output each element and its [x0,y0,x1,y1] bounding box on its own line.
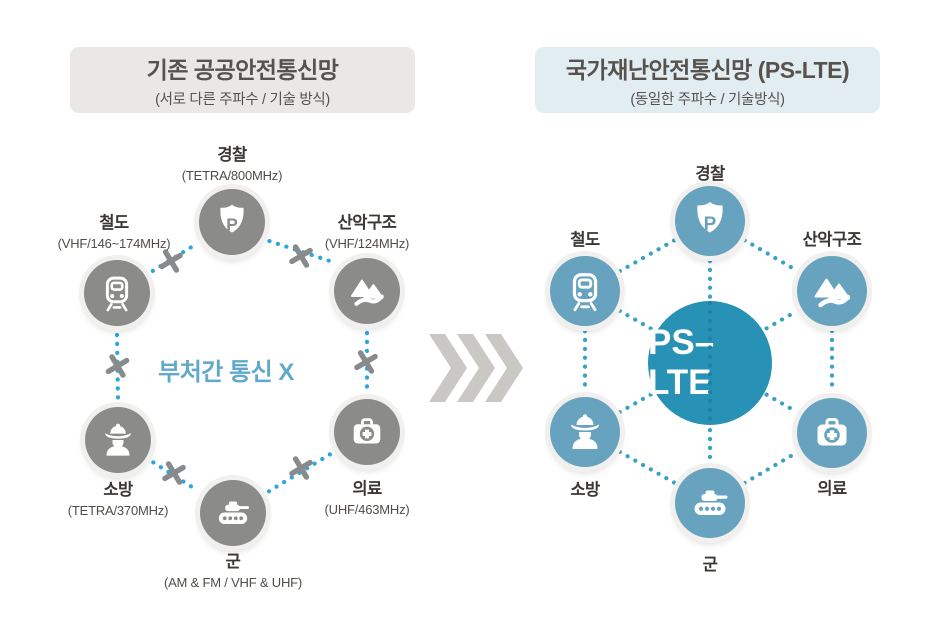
left-center-note: 부처간 통신 X [158,359,294,386]
right-node-medical [797,398,867,468]
right-title-box: 국가재난안전통신망 (PS-LTE) (동일한 주파수 / 기술방식) [535,47,880,113]
left-node-military-label: 군 (AM & FM / VHF & UHF) [163,553,303,590]
train-icon [572,273,598,312]
right-node-mountain-label: 산악구조 [802,231,862,249]
train-icon [105,276,129,312]
left-subtitle: (서로 다른 주파수 / 기술 방식) [155,92,330,108]
medical-kit-icon [817,418,847,446]
left-node-medical-label: 의료 (UHF/463MHz) [324,480,410,517]
transition-arrow [429,334,523,407]
tank-icon [694,490,728,515]
right-node-fire [550,397,620,467]
left-node-fire-label: 소방 (TETRA/370MHz) [67,481,169,518]
right-title: 국가재난안전통신망 (PS-LTE) [565,57,850,83]
left-node-police-label: 경찰 (TETRA/800MHz) [181,146,283,183]
left-node-military [200,480,266,546]
triple-chevron-icon [429,334,523,402]
mountain-icon [350,279,384,306]
firefighter-icon [105,423,131,456]
left-node-police: P [199,189,265,255]
tank-icon [218,501,250,524]
right-node-railway-label: 철도 [570,231,600,249]
svg-text:P: P [226,214,238,234]
left-node-mountain [334,258,400,324]
left-title-box: 기존 공공안전통신망 (서로 다른 주파수 / 기술 방식) [70,47,415,113]
police-badge-icon: P [697,202,723,235]
left-node-medical [334,399,400,465]
right-node-medical-label: 의료 [817,480,847,498]
firefighter-icon [571,414,599,449]
left-node-railway-label: 철도 (VHF/146~174MHz) [57,214,171,251]
left-node-mountain-label: 산악구조 (VHF/124MHz) [324,214,410,251]
right-node-military-label: 군 [702,556,718,574]
left-title: 기존 공공안전통신망 [146,57,339,83]
right-node-fire-label: 소방 [570,481,600,499]
right-node-railway [550,256,620,326]
ps-lte-hub: PS–LTE [648,301,772,425]
right-node-military [675,468,745,538]
right-subtitle: (동일한 주파수 / 기술방식) [630,92,785,108]
right-node-police: P [675,186,745,256]
left-node-fire [85,407,151,473]
ps-lte-label: PS–LTE [648,323,715,402]
medical-kit-icon [353,418,381,444]
police-badge-icon: P [220,204,244,234]
mountain-icon [814,278,851,308]
right-node-police-label: 경찰 [695,165,725,183]
left-node-railway [84,260,150,326]
svg-text:P: P [704,214,717,235]
right-node-mountain [797,256,867,326]
